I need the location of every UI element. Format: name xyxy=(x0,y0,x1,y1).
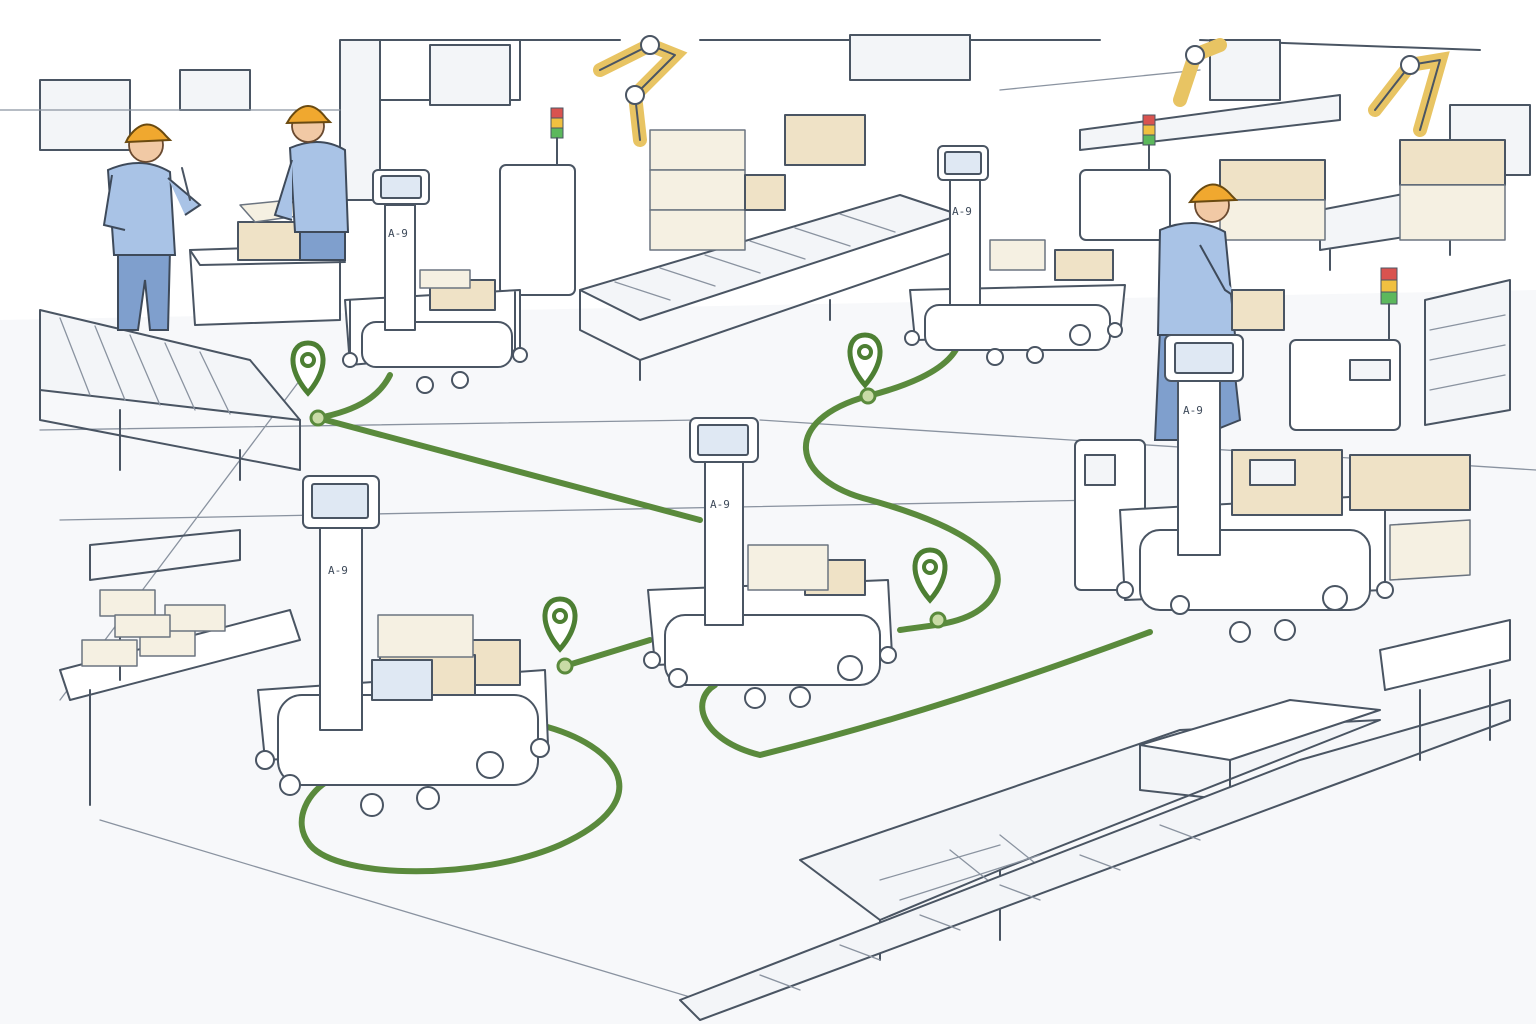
map-pin-icon xyxy=(290,340,326,397)
worker-packing xyxy=(273,105,350,261)
signal-tower-right xyxy=(1289,267,1401,431)
robot-arm-right xyxy=(1368,51,1450,137)
box-stack-center xyxy=(649,114,866,251)
packing-table-front-left xyxy=(59,529,301,806)
robot-front-left: A-9 xyxy=(255,475,550,817)
robot-center: A-9 xyxy=(643,417,897,709)
robot-arm-center xyxy=(1173,38,1227,107)
conveyor-front-right xyxy=(679,619,1511,1021)
navigation-route xyxy=(298,337,1153,875)
signal-tower-left xyxy=(499,107,576,296)
robot-back-center: A-9 xyxy=(904,145,1126,366)
robot-right: A-9 xyxy=(1116,334,1471,643)
robot-label: A-9 xyxy=(388,227,408,240)
map-pin-icon xyxy=(912,547,948,604)
map-pin-icon xyxy=(847,332,883,389)
background-machinery xyxy=(0,34,1531,201)
robot-arm-left xyxy=(593,35,688,147)
right-shelving xyxy=(1424,279,1511,426)
worker-inspecting xyxy=(102,123,202,331)
robot-label: A-9 xyxy=(328,564,348,577)
robot-label: A-9 xyxy=(1183,404,1203,417)
robot-label: A-9 xyxy=(710,498,730,511)
robot-back-left: A-9 xyxy=(342,169,528,394)
signal-tower-center xyxy=(1079,114,1171,241)
back-conveyor-center xyxy=(579,194,961,381)
box-stack-right xyxy=(1219,139,1506,241)
conveyor-left xyxy=(39,309,301,481)
map-pin-icon xyxy=(542,596,578,653)
robot-label: A-9 xyxy=(952,205,972,218)
